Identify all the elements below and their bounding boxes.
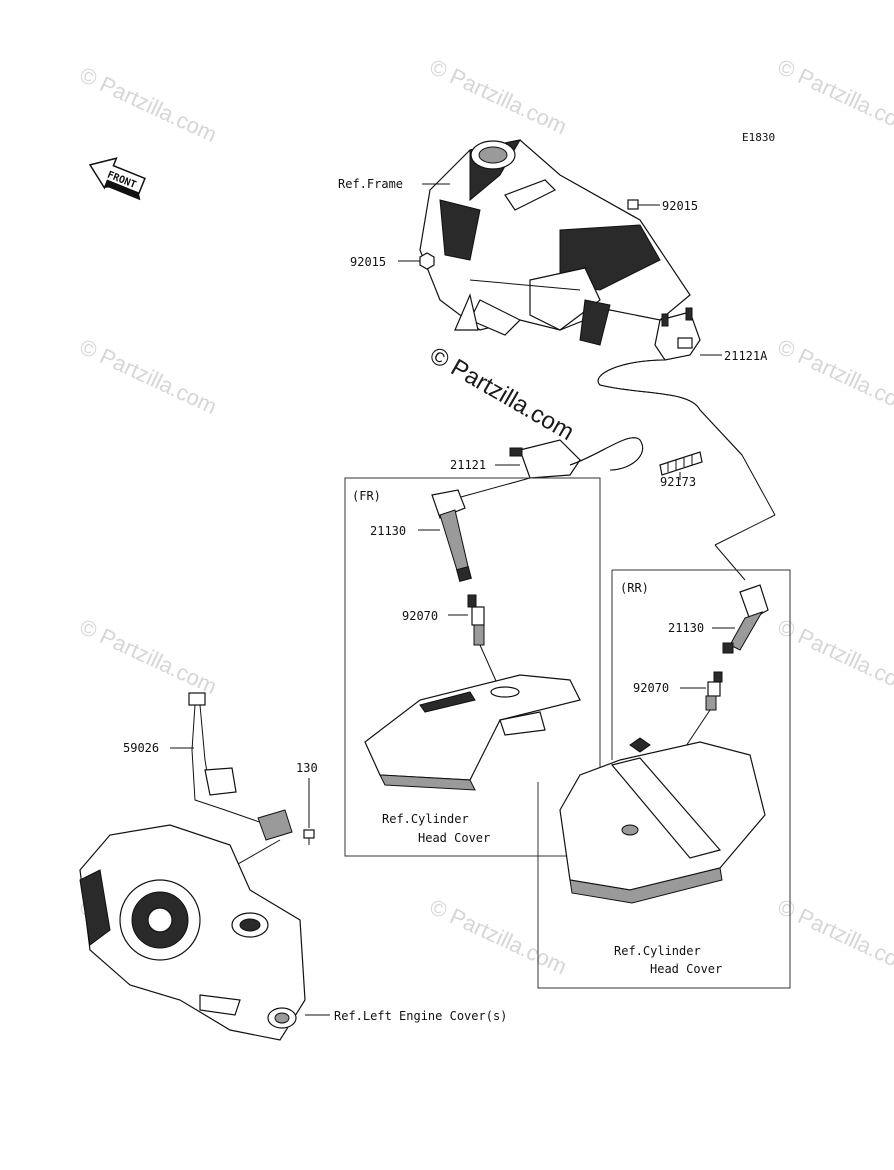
watermark: © Partzilla.com: [426, 54, 571, 139]
rear-hi-tension-lead-inner: [597, 359, 743, 456]
callout-92015-top: 92015: [662, 199, 698, 213]
stick-coil-21130-front: [418, 489, 472, 582]
callout-21121a: 21121A: [724, 349, 768, 363]
watermark: © Partzilla.com: [76, 62, 221, 147]
watermark: © Partzilla.com: [774, 614, 894, 699]
diagram-code: E1830: [742, 131, 775, 144]
front-cylinder-head-cover: [364, 674, 581, 791]
bolt-130: [303, 778, 315, 845]
callout-92070-front: 92070: [402, 609, 438, 623]
frame-assembly: [419, 139, 691, 346]
front-cylinder-group: (FR) Ref.Cylinder Head Cover: [344, 477, 601, 857]
callout-130: 130: [296, 761, 318, 775]
ref-cylinder-head-cover-rear-line1: Ref.Cylinder: [614, 944, 701, 958]
spark-plug-92070-front: [448, 594, 501, 691]
callout-92015-left: 92015: [350, 255, 386, 269]
ignition-coil-21121a: [654, 307, 722, 361]
ignition-coil-21121: [495, 437, 643, 479]
bolt-92015-top: [627, 199, 660, 210]
front-direction-arrow-icon: FRONT: [88, 157, 146, 201]
rr-connection-line-3: [714, 544, 746, 581]
ref-cylinder-head-cover-front-line2: Head Cover: [418, 831, 490, 845]
left-engine-cover: [79, 824, 330, 1041]
callout-92173: 92173: [660, 475, 696, 489]
ref-cylinder-head-cover-rear-line2: Head Cover: [650, 962, 722, 976]
front-group-label: (FR): [352, 489, 381, 503]
ref-cylinder-head-cover-front-line1: Ref.Cylinder: [382, 812, 469, 826]
rear-cylinder-group: (RR) Ref.Cylinder Head Cover: [537, 569, 791, 989]
watermark: © Partzilla.com: [774, 334, 894, 419]
watermark: © Partzilla.com: [76, 614, 221, 699]
callout-21130-front: 21130: [370, 524, 406, 538]
watermark: © Partzilla.com: [774, 894, 894, 979]
rear-group-label: (RR): [620, 581, 649, 595]
watermark: © Partzilla.com: [76, 334, 221, 419]
rr-connection-line-2: [714, 514, 776, 546]
fr-connection-line: [449, 477, 531, 501]
front-cylinder-box: [344, 477, 601, 857]
watermark: © Partzilla.com: [426, 894, 571, 979]
watermark: © Partzilla.com: [774, 54, 894, 139]
clamp-92173: [659, 451, 703, 480]
callout-21130-rear: 21130: [668, 621, 704, 635]
rear-cylinder-box: [537, 569, 791, 989]
callout-59026: 59026: [123, 741, 159, 755]
nut-92015-left: [398, 252, 435, 270]
rear-cylinder-head-cover: [559, 737, 766, 904]
callout-ref-frame: Ref.Frame: [338, 177, 403, 191]
stick-coil-21130-rear: [712, 584, 769, 654]
callout-ref-left-engine-cover: Ref.Left Engine Cover(s): [334, 1009, 507, 1023]
watermark-center: © Partzilla.com: [425, 342, 579, 446]
rear-hi-tension-lead: [597, 359, 743, 456]
rr-connection-line: [741, 454, 776, 516]
callout-21121: 21121: [450, 458, 486, 472]
crankshaft-sensor-59026: [170, 692, 293, 841]
callout-92070-rear: 92070: [633, 681, 669, 695]
